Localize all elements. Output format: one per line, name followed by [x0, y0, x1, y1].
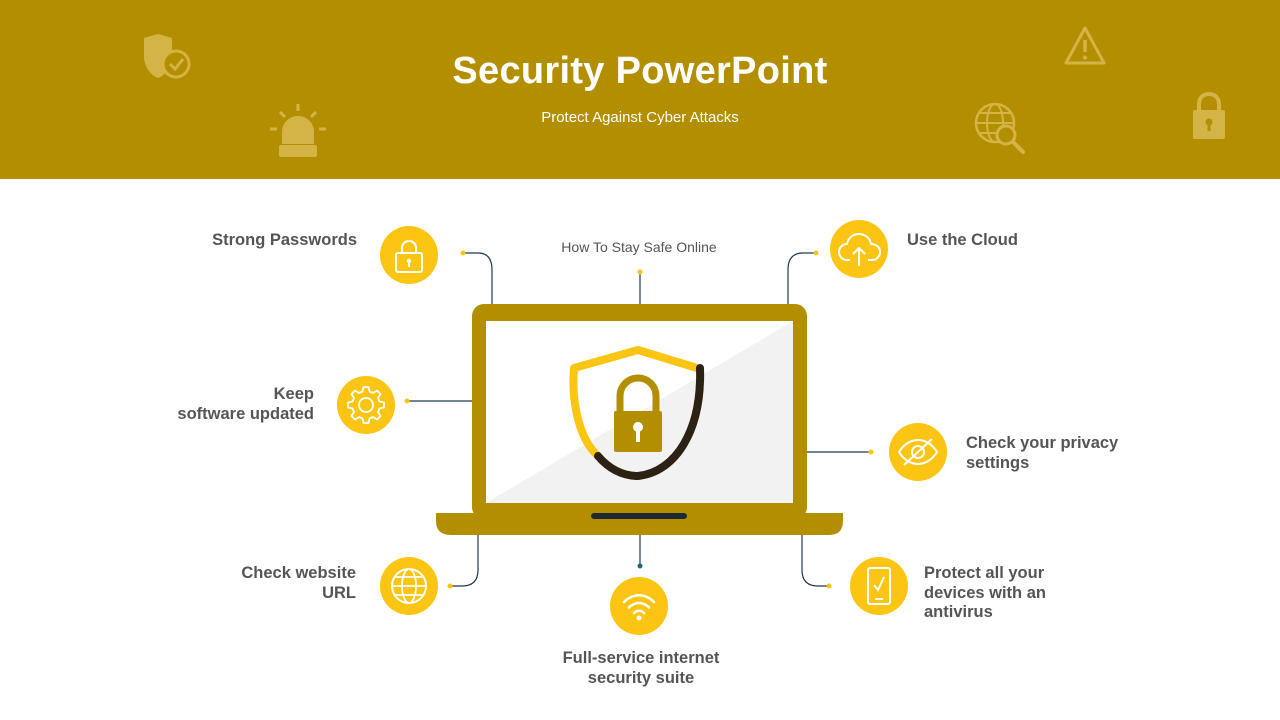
globe-search-icon [974, 102, 1025, 154]
center-caption: How To Stay Safe Online [561, 239, 717, 255]
wifi-icon [622, 594, 656, 621]
lock-icon [1193, 91, 1225, 139]
strong-passwords-badge [380, 226, 438, 284]
padlock-icon [395, 239, 423, 273]
privacy-label: Check your privacy settings [966, 434, 1119, 472]
globe-icon [391, 568, 427, 604]
use-cloud-label: Use the Cloud [907, 231, 1018, 249]
antivirus-label: Protect all your devices with an antivir… [924, 564, 1046, 621]
privacy-badge [889, 423, 947, 481]
check-url-badge [380, 557, 438, 615]
warning-icon [1064, 26, 1106, 65]
page-subtitle: Protect Against Cyber Attacks [541, 109, 739, 126]
header-banner: Security PowerPoint Protect Against Cybe… [0, 0, 1280, 179]
use-cloud-badge [830, 220, 888, 278]
shield-check-icon [144, 34, 191, 79]
keep-updated-badge [337, 376, 395, 434]
check-url-label: Check website URL [241, 564, 356, 602]
gear-icon [347, 386, 385, 424]
internet-suite-label: Full-service internet security suite [562, 649, 720, 687]
keep-updated-label: Keep software updated [177, 385, 314, 423]
page-title: Security PowerPoint [452, 50, 828, 92]
shield-lock-icon [569, 346, 705, 481]
internet-suite-badge [610, 577, 668, 635]
mobile-check-icon [867, 567, 891, 605]
strong-passwords-label: Strong Passwords [212, 231, 357, 249]
cloud-upload-icon [838, 233, 881, 266]
alarm-siren-icon [270, 104, 326, 157]
antivirus-badge [850, 557, 908, 615]
eye-slash-icon [897, 438, 939, 466]
